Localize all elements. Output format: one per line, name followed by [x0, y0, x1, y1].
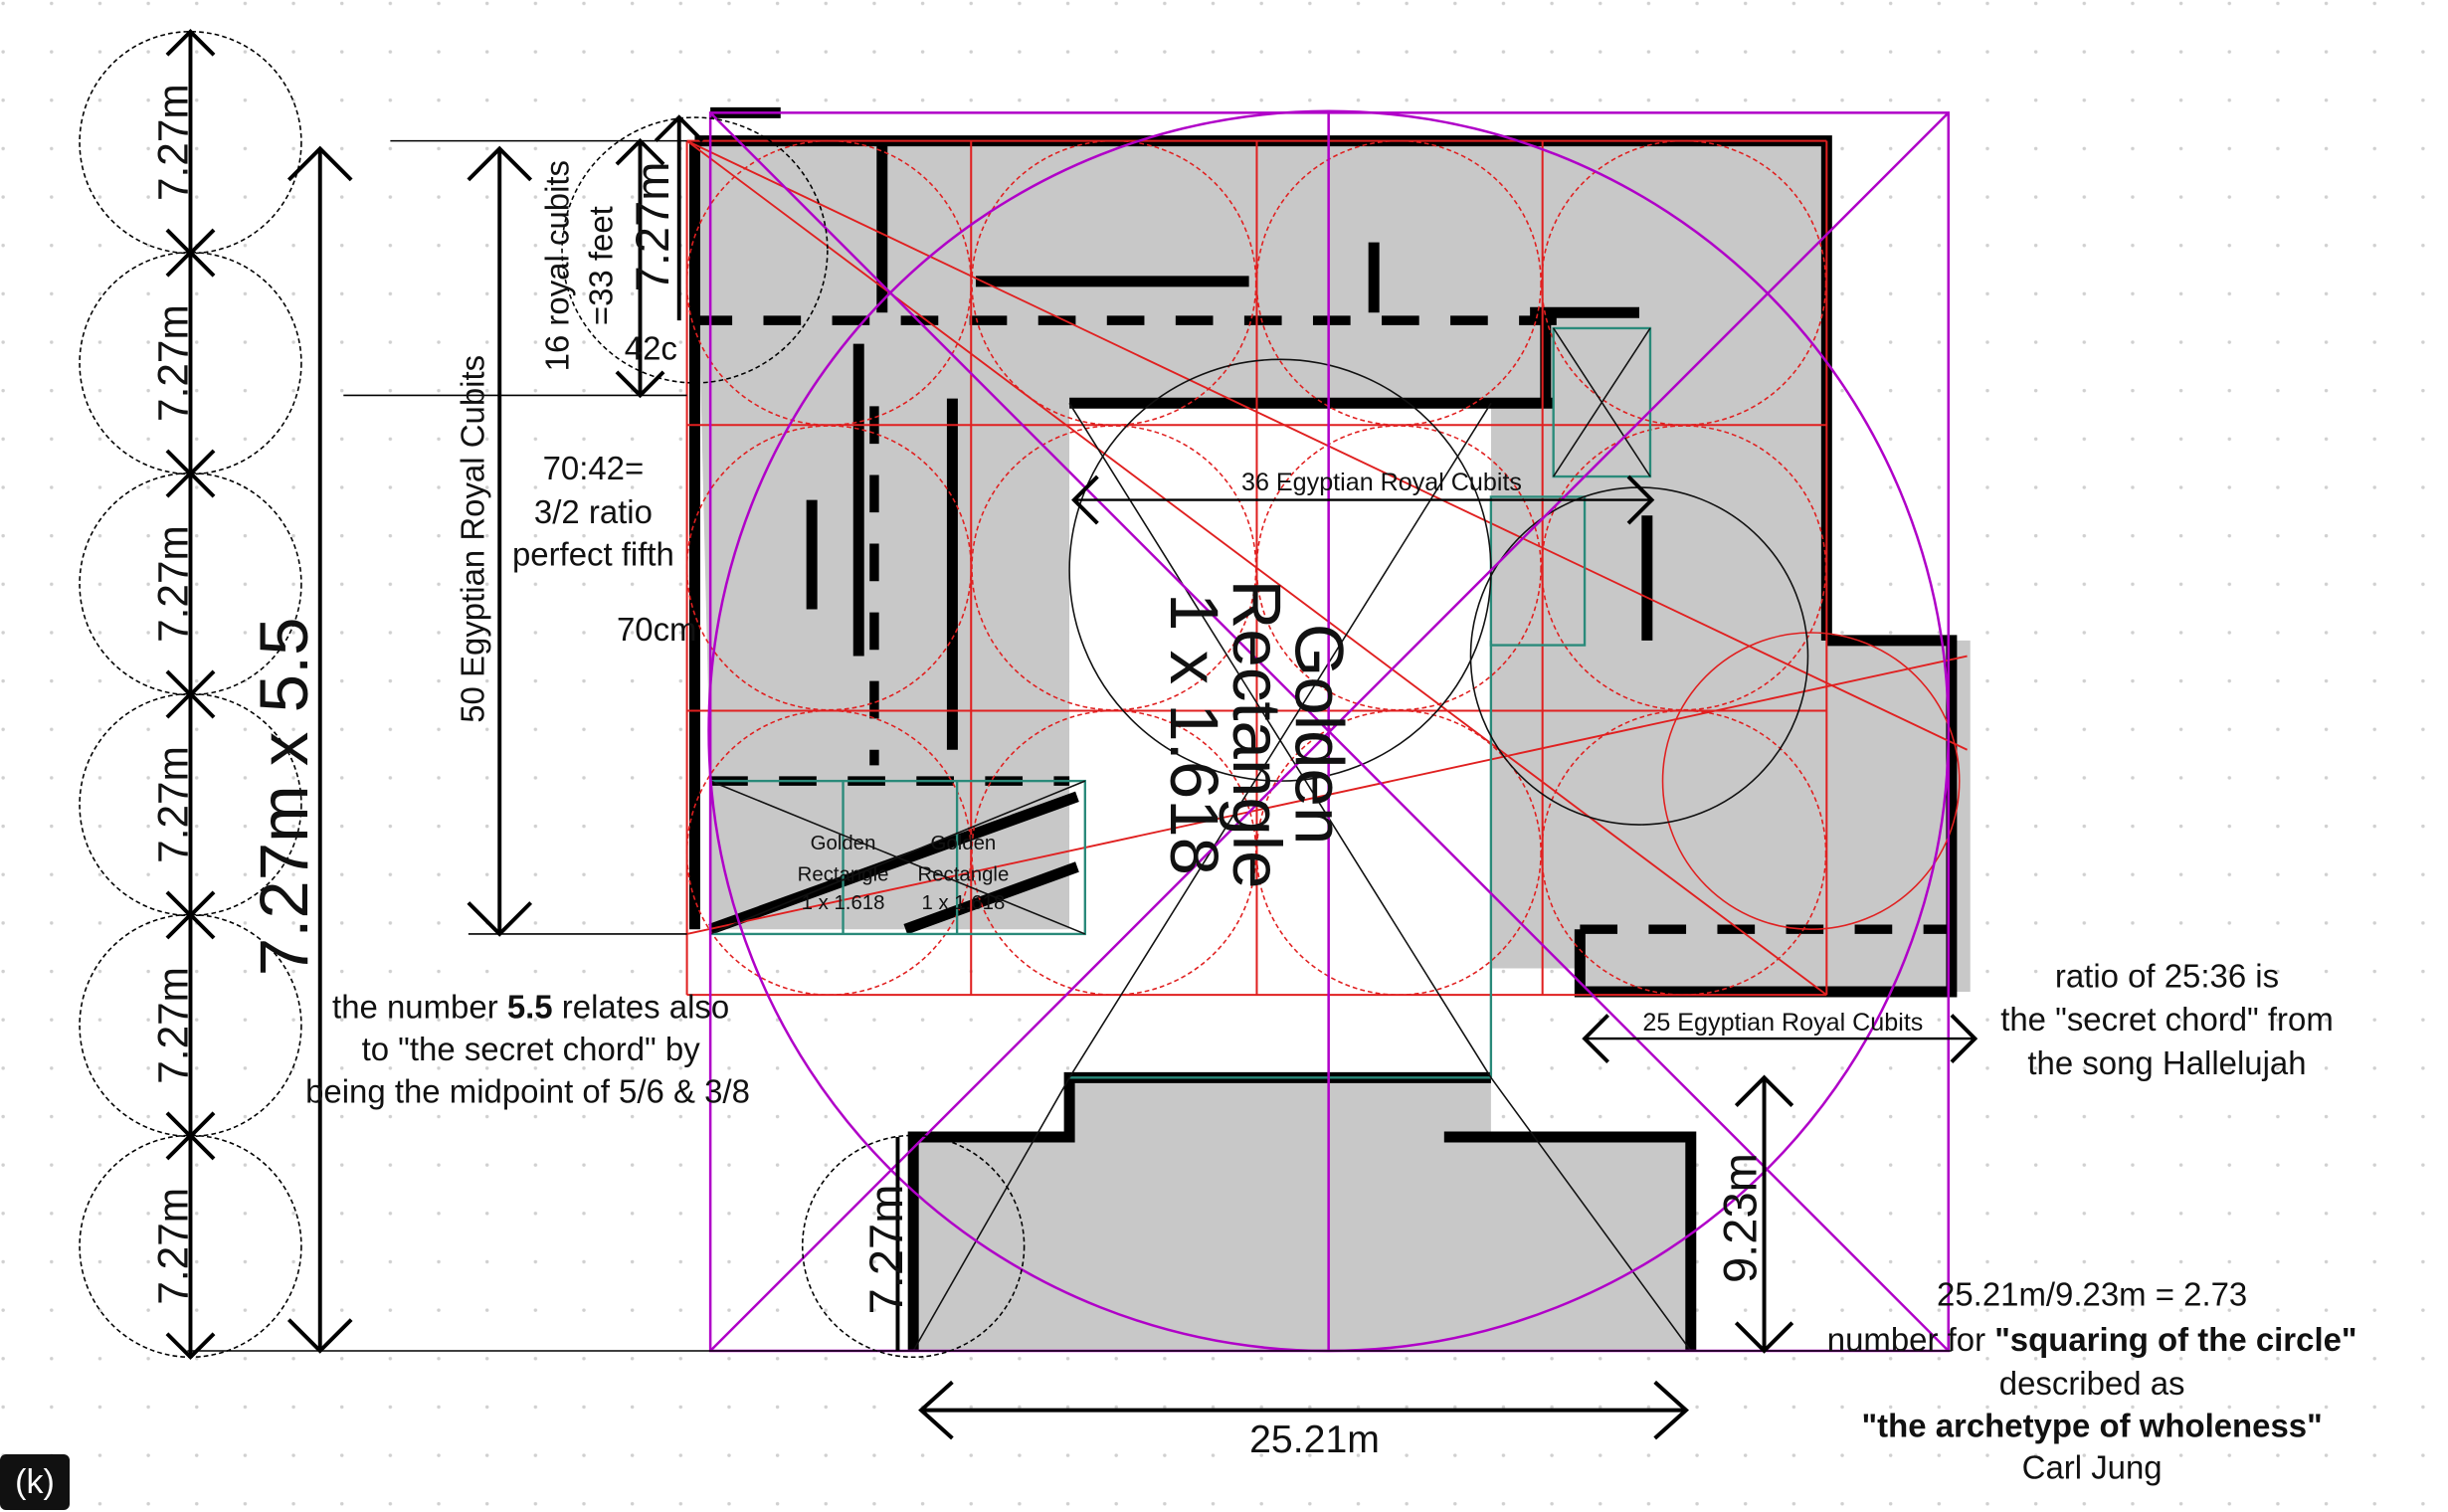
golden-rectangle-main-label: Golden Rectangle 1 x 1.618 — [1156, 580, 1359, 889]
secret-chord-line-2: the "secret chord" from — [2000, 1001, 2334, 1038]
squaring-line-3: described as — [1999, 1365, 2185, 1402]
top-module-circle — [561, 116, 829, 384]
chain-arrowheads — [165, 1132, 216, 1361]
golden-main-line-1: Golden — [1281, 624, 1359, 846]
cm-70-label: 70cm — [617, 611, 697, 648]
golden-rectangle-small-a: Golden Rectangle 1 x 1.618 — [798, 833, 889, 914]
left-circle-chain: 7.27m 7.27m 7.27m 7.27m 7.27m 7.27m — [79, 28, 302, 1361]
five-five-line-3: being the midpoint of 5/6 & 3/8 — [305, 1072, 750, 1109]
cubits-50-label: 50 Egyptian Royal Cubits — [455, 355, 491, 723]
red-module-circle — [1541, 139, 1827, 427]
squaring-line-5: Carl Jung — [2022, 1449, 2163, 1486]
chain-segment-label: 7.27m — [149, 967, 196, 1084]
lower-module-circle — [801, 1134, 1026, 1359]
chain-segment-label: 7.27m — [149, 84, 196, 201]
golden-rectangle-small-b: Golden Rectangle 1 x 1.618 — [917, 833, 1009, 914]
cm-42-label: 42c — [625, 329, 677, 366]
secret-chord-line-3: the song Hallelujah — [2027, 1044, 2306, 1081]
golden-small-b-2: Rectangle — [917, 864, 1009, 886]
golden-small-a-1: Golden — [811, 833, 876, 854]
squaring-line-2: number for "squaring of the circle" — [1827, 1321, 2357, 1358]
total-height-label: 7.27m x 5.5 — [245, 617, 322, 976]
chain-segment-label: 7.27m — [149, 1188, 196, 1305]
chain-segment-label: 7.27m — [149, 525, 196, 643]
secret-chord-line-1: ratio of 25:36 is — [2055, 957, 2279, 994]
fifth-line-3: perfect fifth — [512, 536, 674, 573]
red-module-circle — [1541, 709, 1827, 996]
red-diagonal — [686, 139, 1968, 751]
red-circle-grid — [685, 139, 1968, 997]
golden-main-line-2: Rectangle — [1219, 580, 1296, 889]
secret-chord-note: ratio of 25:36 is the "secret chord" fro… — [2000, 957, 2334, 1081]
golden-small-a-3: 1 x 1.618 — [802, 892, 885, 914]
dashed-walls — [694, 140, 1952, 934]
five-five-line-1: the number 5.5 relates also — [332, 989, 729, 1026]
red-diagonal — [686, 655, 1968, 935]
cubits-16-label: 16 royal cubits — [538, 160, 575, 371]
lower-module-label: 7.27m — [859, 1185, 912, 1315]
purple-squaring-geometry — [707, 109, 1951, 1353]
squaring-note: 25.21m/9.23m = 2.73 number for "squaring… — [1827, 1275, 2357, 1485]
lower-height-label: 9.23m — [1714, 1153, 1767, 1283]
five-five-line-2: to "the secret chord" by — [362, 1031, 701, 1067]
five-five-note: the number 5.5 relates also to "the secr… — [305, 989, 750, 1110]
top-module-label: 7.27m — [626, 162, 678, 292]
golden-small-b-3: 1 x 1.618 — [921, 892, 1005, 914]
golden-small-b-1: Golden — [931, 833, 997, 854]
panel-label-badge: (k) — [0, 1454, 70, 1510]
fifth-line-2: 3/2 ratio — [534, 493, 653, 530]
fifth-line-1: 70:42= — [543, 450, 645, 486]
golden-small-a-2: Rectangle — [798, 864, 889, 886]
squaring-line-4: "the archetype of wholeness" — [1862, 1407, 2323, 1443]
cubits-36-label: 36 Egyptian Royal Cubits — [1241, 469, 1522, 496]
cubits-25-label: 25 Egyptian Royal Cubits — [1642, 1009, 1923, 1037]
red-diagonal — [686, 139, 1827, 996]
chain-segment-label: 7.27m — [149, 746, 196, 863]
red-module-circle — [1541, 425, 1827, 711]
golden-main-line-3: 1 x 1.618 — [1156, 593, 1233, 875]
extension-lines — [187, 139, 1952, 1352]
chain-segment-label: 7.27m — [149, 304, 196, 422]
squaring-line-1: 25.21m/9.23m = 2.73 — [1937, 1275, 2247, 1312]
red-module-circle — [1661, 632, 1961, 931]
width-label: 25.21m — [1249, 1418, 1380, 1461]
feet-33-label: =33 feet — [582, 206, 619, 325]
